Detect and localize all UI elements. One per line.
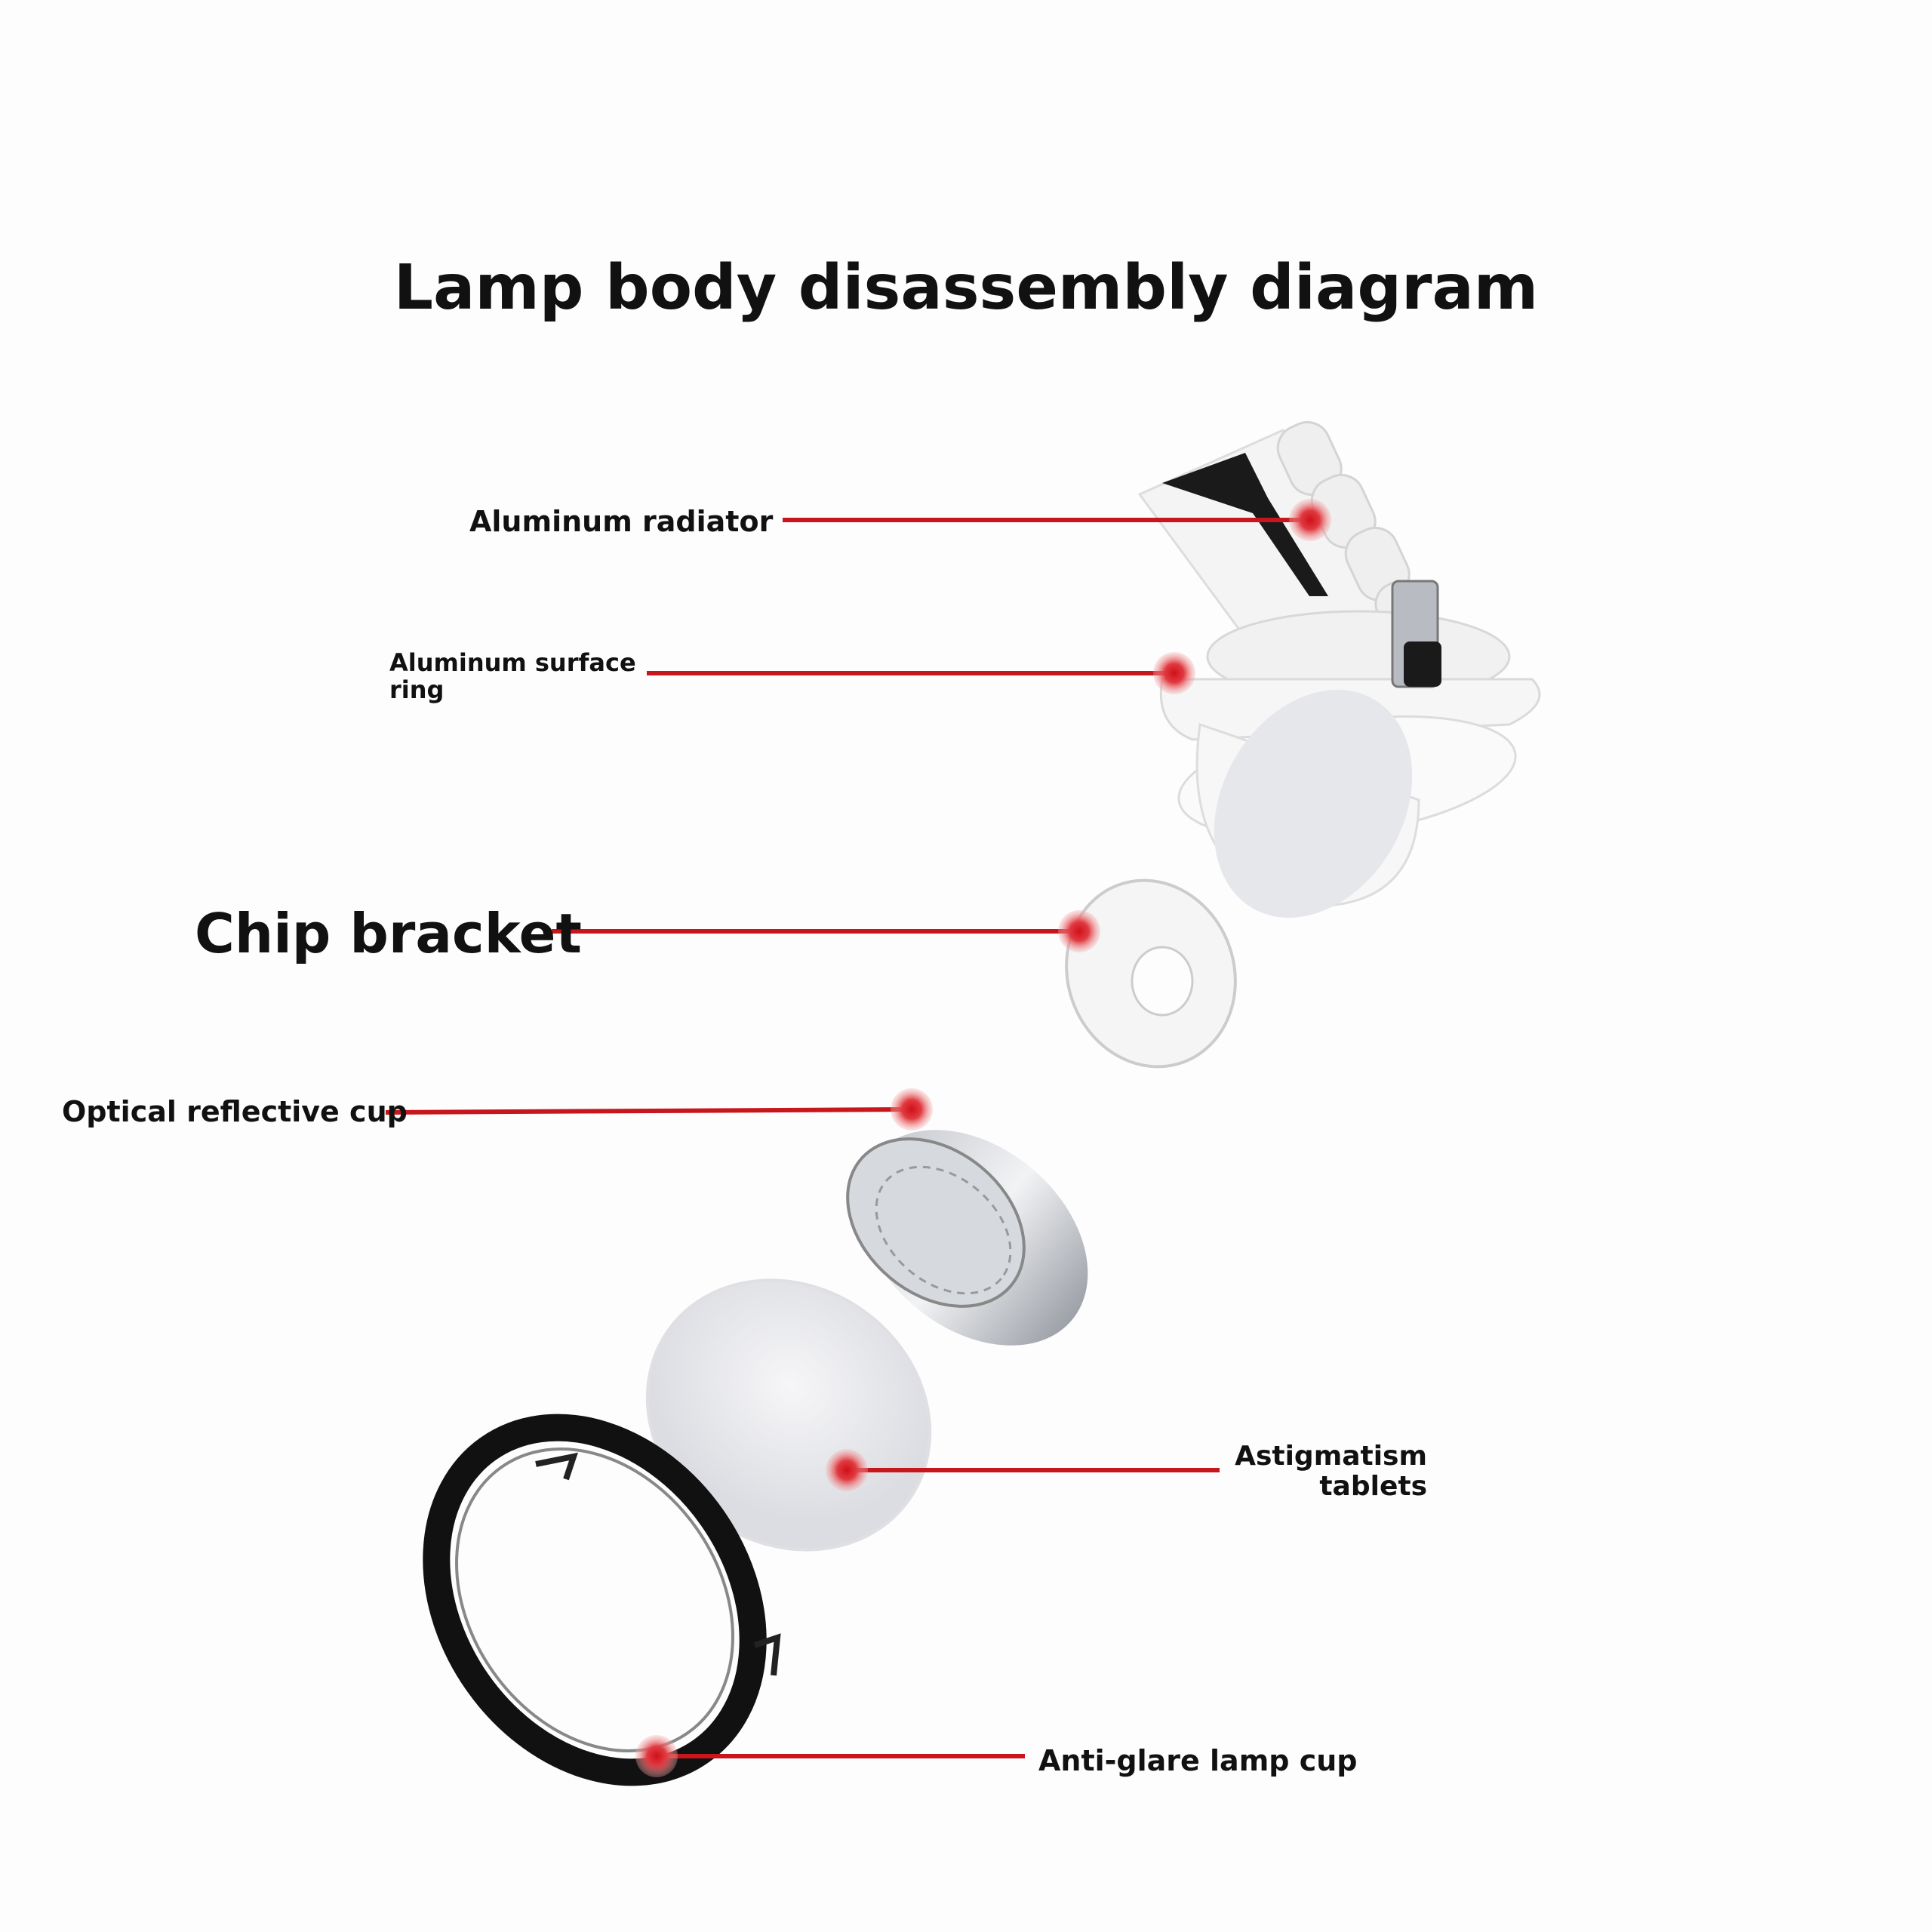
- label-anti-glare-lamp-cup: Anti-glare lamp cup: [1038, 1744, 1358, 1777]
- label-optical-reflective-cup: Optical reflective cup: [62, 1095, 408, 1128]
- label-aluminum-radiator: Aluminum radiator: [469, 505, 774, 538]
- aluminum-surface-ring-part: [1159, 580, 1541, 918]
- page-title: Lamp body disassembly diagram: [393, 252, 1539, 324]
- leader-lines: [385, 518, 1310, 1758]
- chip-bracket-part: [1065, 878, 1237, 1069]
- marker-dot: [891, 1088, 933, 1131]
- marker-dots: [635, 499, 1331, 1777]
- optical-reflective-cup-part: [846, 1130, 1088, 1346]
- marker-dot: [1058, 910, 1100, 952]
- anti-glare-lamp-cup-part: [423, 1414, 781, 1786]
- label-line: ring: [389, 675, 445, 704]
- label-line: tablets: [1319, 1471, 1427, 1502]
- label-aluminum-surface-ring: Aluminum surface ring: [389, 649, 636, 703]
- label-astigmatism-tablets: Astigmatism tablets: [1235, 1441, 1427, 1502]
- leader-line-optical-cup: [385, 1107, 912, 1115]
- marker-dot: [1289, 499, 1331, 541]
- marker-dot: [635, 1735, 678, 1777]
- label-chip-bracket: Chip bracket: [195, 902, 582, 965]
- marker-dot: [826, 1449, 868, 1491]
- label-line: Astigmatism: [1235, 1441, 1427, 1472]
- marker-dot: [1153, 652, 1195, 694]
- label-line: Aluminum surface: [389, 648, 636, 677]
